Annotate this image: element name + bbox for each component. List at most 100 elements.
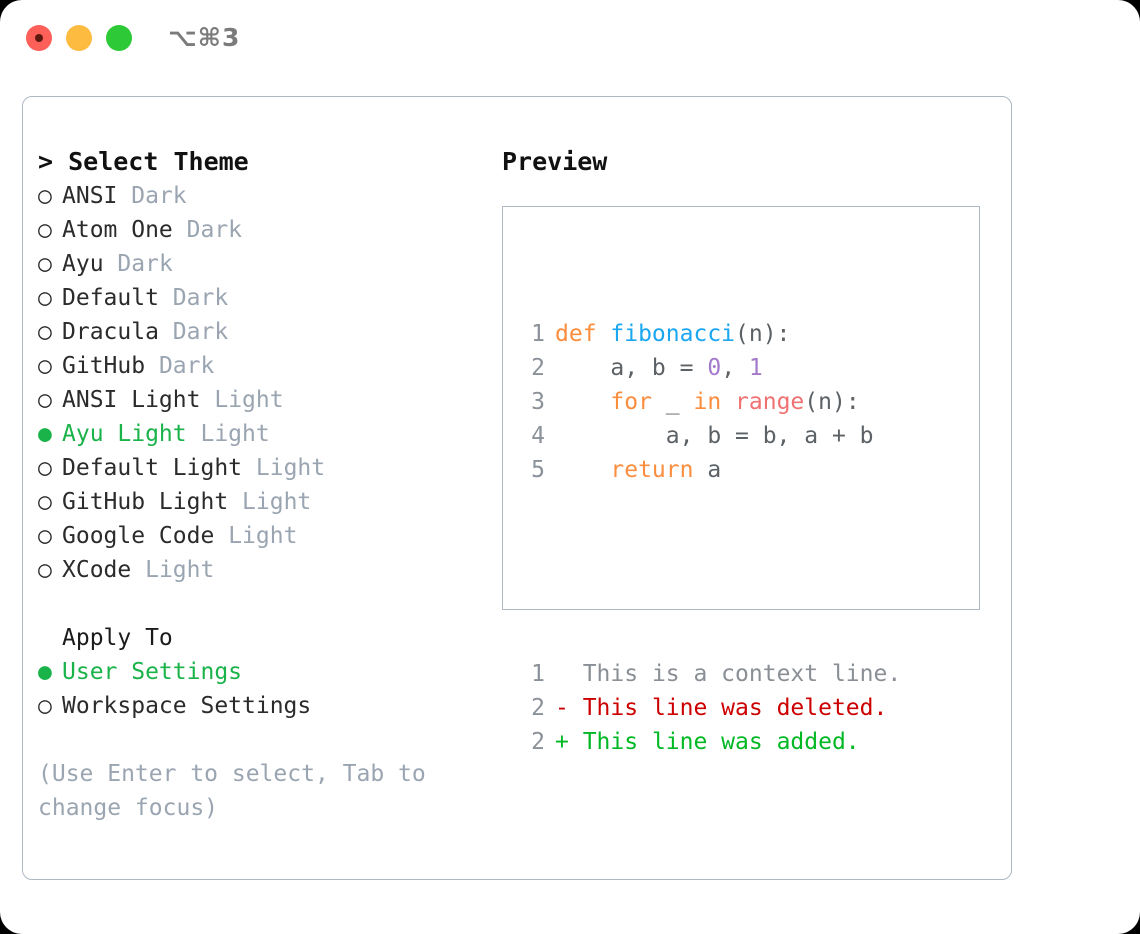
- theme-option-ansi-light[interactable]: ○ ANSI Light Light: [38, 383, 498, 417]
- theme-option-xcode[interactable]: ○ XCode Light: [38, 553, 498, 587]
- theme-name: Ayu: [62, 251, 104, 277]
- diff-sign: [555, 661, 569, 687]
- code-line: 3 for _ in range(n):: [519, 385, 901, 419]
- diff-text: This is a context line.: [568, 661, 902, 687]
- theme-option-ansi[interactable]: ○ ANSI Dark: [38, 179, 498, 213]
- theme-option-default-light[interactable]: ○Default Light Light: [38, 451, 498, 485]
- diff-line-ctx: 1 This is a context line.: [519, 657, 901, 691]
- radio-unselected-icon: ○: [38, 217, 52, 243]
- select-theme-header: > Select Theme: [38, 147, 249, 176]
- theme-option-ayu[interactable]: ○Ayu Dark: [38, 247, 498, 281]
- panel-columns: > Select Theme ○ANSI Dark○Atom One Dark○…: [23, 97, 1011, 879]
- code-token-fn: fibonacci: [610, 321, 736, 347]
- radio-selected-icon: ●: [38, 421, 52, 447]
- radio-selected-icon: ●: [38, 659, 52, 685]
- code-line: 4 a, b = b, a + b: [519, 419, 901, 453]
- diff-lines: 1 This is a context line.2- This line wa…: [519, 657, 901, 759]
- radio-unselected-icon: ○: [38, 387, 52, 413]
- diff-line-del: 2- This line was deleted.: [519, 691, 901, 725]
- theme-variant-badge: Light: [145, 557, 215, 583]
- diff-sign: -: [555, 695, 569, 721]
- theme-name: XCode: [62, 557, 132, 583]
- radio-unselected-icon: ○: [38, 523, 52, 549]
- radio-unselected-icon: ○: [38, 319, 52, 345]
- theme-name: GitHub: [62, 353, 146, 379]
- theme-name: Ayu Light: [62, 421, 187, 447]
- diff-sign: +: [555, 729, 569, 755]
- code-token-kw: def: [555, 321, 611, 347]
- line-number: 1: [531, 321, 545, 347]
- code-token-plain: a: [693, 457, 722, 483]
- radio-unselected-icon: ○: [38, 455, 52, 481]
- theme-variant-badge: Light: [255, 455, 326, 481]
- code-token-call: range: [735, 389, 805, 415]
- code-line: 5 return a: [519, 453, 901, 487]
- theme-option-google-code[interactable]: ○ Google Code Light: [38, 519, 498, 553]
- theme-option-ayu-light[interactable]: ● Ayu Light Light: [38, 417, 498, 451]
- radio-unselected-icon: ○: [38, 251, 52, 277]
- code-token-kw: return: [610, 457, 694, 483]
- tui-panel: > Select Theme ○ANSI Dark○Atom One Dark○…: [22, 96, 1012, 880]
- theme-option-atom-one[interactable]: ○ Atom One Dark: [38, 213, 498, 247]
- theme-variant-badge: Dark: [131, 183, 187, 209]
- code-token-punct: (n):: [804, 389, 860, 415]
- radio-unselected-icon: ○: [38, 183, 52, 209]
- code-token-plain: [721, 389, 735, 415]
- traffic-light-controls: [26, 25, 132, 51]
- code-token-kw: in: [693, 389, 722, 415]
- line-number: 2: [531, 729, 545, 755]
- apply-to-header: Apply To: [62, 625, 173, 651]
- theme-variant-badge: Light: [228, 523, 298, 549]
- code-token-num: 1: [748, 355, 763, 381]
- theme-variant-badge: Dark: [172, 319, 229, 345]
- theme-variant-badge: Dark: [158, 353, 215, 379]
- theme-option-github-light[interactable]: ○ GitHub Light Light: [38, 485, 498, 519]
- line-number: 2: [531, 355, 545, 381]
- apply-to-option-user-settings[interactable]: ● User Settings: [38, 655, 498, 689]
- code-token-kw: for: [610, 389, 652, 415]
- radio-unselected-icon: ○: [38, 557, 52, 583]
- code-token-plain: a, b =: [555, 355, 708, 381]
- code-token-plain: _: [651, 389, 694, 415]
- maximize-button-icon[interactable]: [106, 25, 132, 51]
- theme-variant-badge: Light: [200, 421, 270, 447]
- code-line: 2 a, b = 0, 1: [519, 351, 901, 385]
- theme-option-dracula[interactable]: ○Dracula Dark: [38, 315, 498, 349]
- code-line: 1 def fibonacci(n):: [519, 317, 901, 351]
- code-diff-spacer: [519, 555, 901, 589]
- theme-variant-badge: Light: [214, 387, 284, 413]
- code-token-num: 0: [707, 355, 722, 381]
- theme-name: ANSI: [62, 183, 118, 209]
- apply-to-list: ● User Settings ○Workspace Settings: [38, 655, 498, 723]
- theme-name: Google Code: [62, 523, 215, 549]
- theme-variant-badge: Dark: [172, 285, 229, 311]
- line-number: 5: [531, 457, 545, 483]
- radio-unselected-icon: ○: [38, 353, 52, 379]
- theme-name: GitHub Light: [62, 489, 229, 515]
- close-button-icon[interactable]: [26, 25, 52, 51]
- code-token-punct: (n):: [735, 321, 791, 347]
- line-number: 4: [531, 423, 545, 449]
- apply-to-label: User Settings: [62, 659, 243, 685]
- theme-variant-badge: Light: [242, 489, 312, 515]
- theme-option-default[interactable]: ○Default Dark: [38, 281, 498, 315]
- line-number: 1: [531, 661, 545, 687]
- theme-option-github[interactable]: ○ GitHub Dark: [38, 349, 498, 383]
- theme-selector-column: > Select Theme ○ANSI Dark○Atom One Dark○…: [38, 145, 498, 825]
- line-number: 2: [531, 695, 545, 721]
- apply-to-option-workspace-settings[interactable]: ○Workspace Settings: [38, 689, 498, 723]
- theme-name: Atom One: [62, 217, 173, 243]
- radio-unselected-icon: ○: [38, 693, 52, 719]
- diff-text: This line was added.: [568, 729, 860, 755]
- minimize-button-icon[interactable]: [66, 25, 92, 51]
- radio-unselected-icon: ○: [38, 489, 52, 515]
- theme-name: ANSI Light: [62, 387, 201, 413]
- theme-variant-badge: Dark: [186, 217, 243, 243]
- radio-unselected-icon: ○: [38, 285, 52, 311]
- keyboard-shortcut-label: ⌥⌘3: [168, 23, 241, 52]
